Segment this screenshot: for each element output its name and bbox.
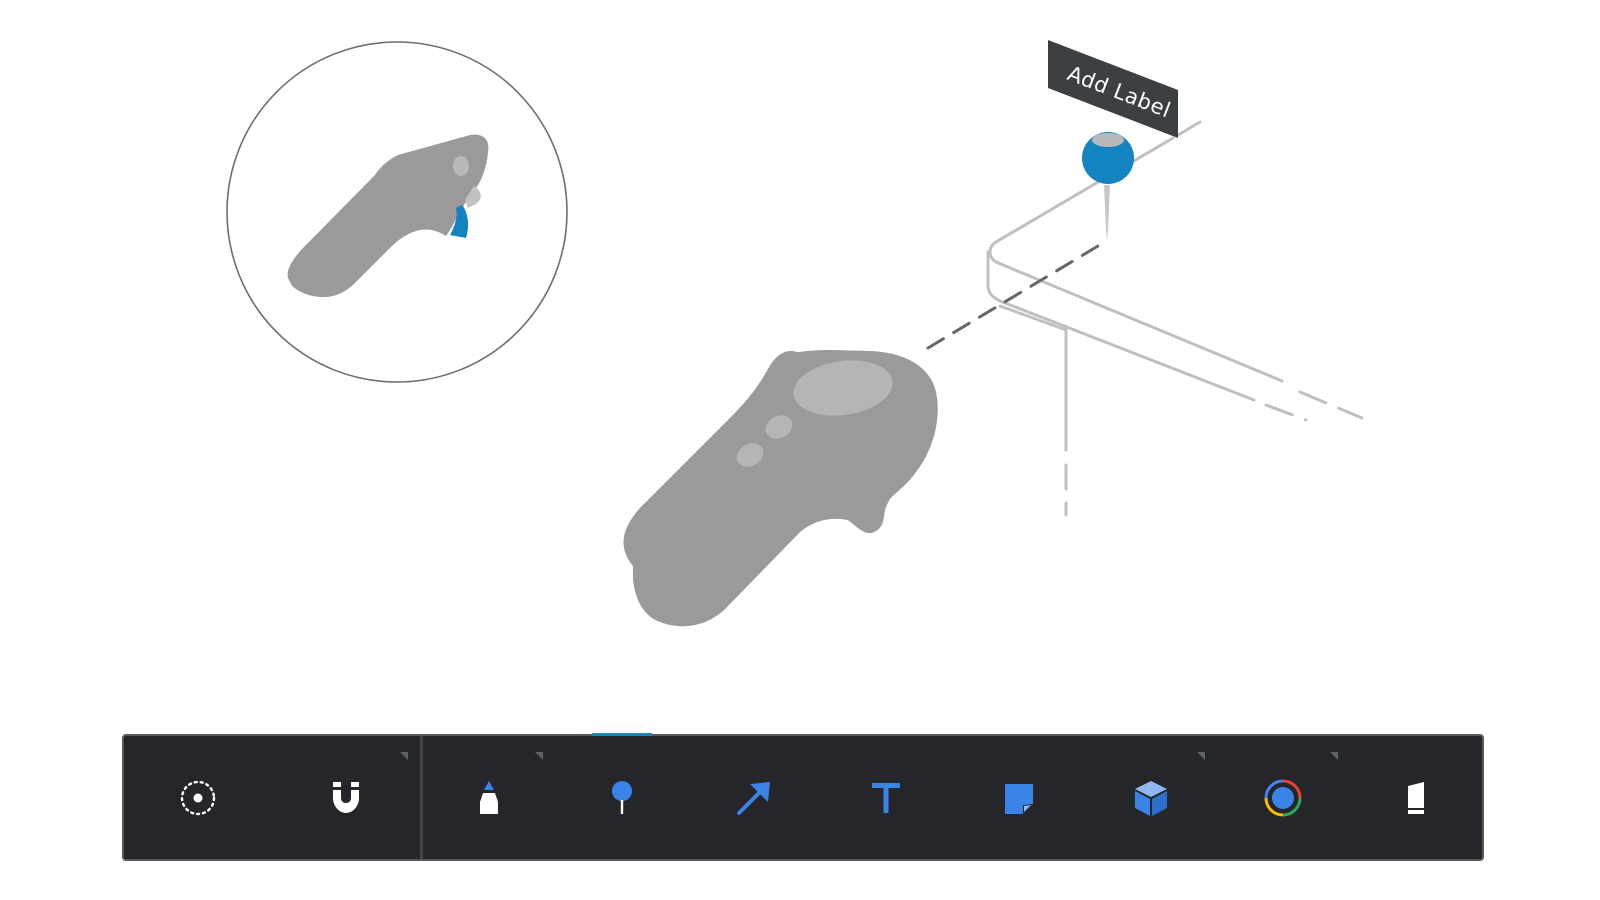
laser-pointer-tool-button[interactable] (124, 736, 272, 859)
sticky-note-icon (1004, 783, 1033, 814)
pin-tool-button[interactable] (555, 733, 687, 859)
controller-zoom-inset (226, 41, 568, 383)
marker-tool-button[interactable] (423, 736, 555, 859)
pin-head-highlight (1092, 133, 1124, 147)
controller-button-upper (765, 415, 793, 439)
touchpad (793, 360, 893, 416)
controller-button-lower (736, 443, 764, 467)
add-label-tag[interactable]: Add Label (1048, 40, 1178, 138)
tool-palette (122, 733, 1484, 861)
vr-controller (623, 350, 938, 627)
active-tool-indicator (591, 733, 652, 736)
arrow-icon (736, 781, 770, 815)
snap-tool-button[interactable] (272, 736, 420, 859)
cube-icon (1135, 780, 1168, 816)
pin-icon (611, 780, 632, 814)
small-controller-icon (287, 134, 489, 298)
text-icon (872, 782, 901, 813)
arrow-tool-button[interactable] (688, 736, 820, 859)
sticky-note-tool-button[interactable] (953, 736, 1085, 859)
pointer-ray (926, 241, 1105, 350)
table-surface (986, 120, 1364, 517)
pin-needle (1104, 185, 1110, 240)
color-wheel-icon (1264, 779, 1302, 816)
submenu-indicator (1197, 752, 1206, 760)
marker-icon (480, 780, 499, 814)
placed-pin[interactable] (1082, 132, 1134, 240)
eraser-icon (1407, 781, 1424, 814)
dotted-circle-icon (180, 780, 216, 815)
text-tool-button[interactable] (820, 736, 952, 859)
pin-head (1082, 132, 1134, 184)
color-tool-button[interactable] (1217, 736, 1349, 859)
submenu-indicator (535, 752, 544, 760)
annotation-tool-group (423, 733, 1482, 859)
magnet-icon (333, 781, 359, 813)
system-tool-group (124, 736, 420, 859)
3d-shape-tool-button[interactable] (1085, 736, 1217, 859)
eraser-tool-button[interactable] (1350, 736, 1482, 859)
submenu-indicator (1329, 752, 1338, 760)
submenu-indicator (400, 752, 408, 760)
toolbar-divider (420, 736, 423, 859)
